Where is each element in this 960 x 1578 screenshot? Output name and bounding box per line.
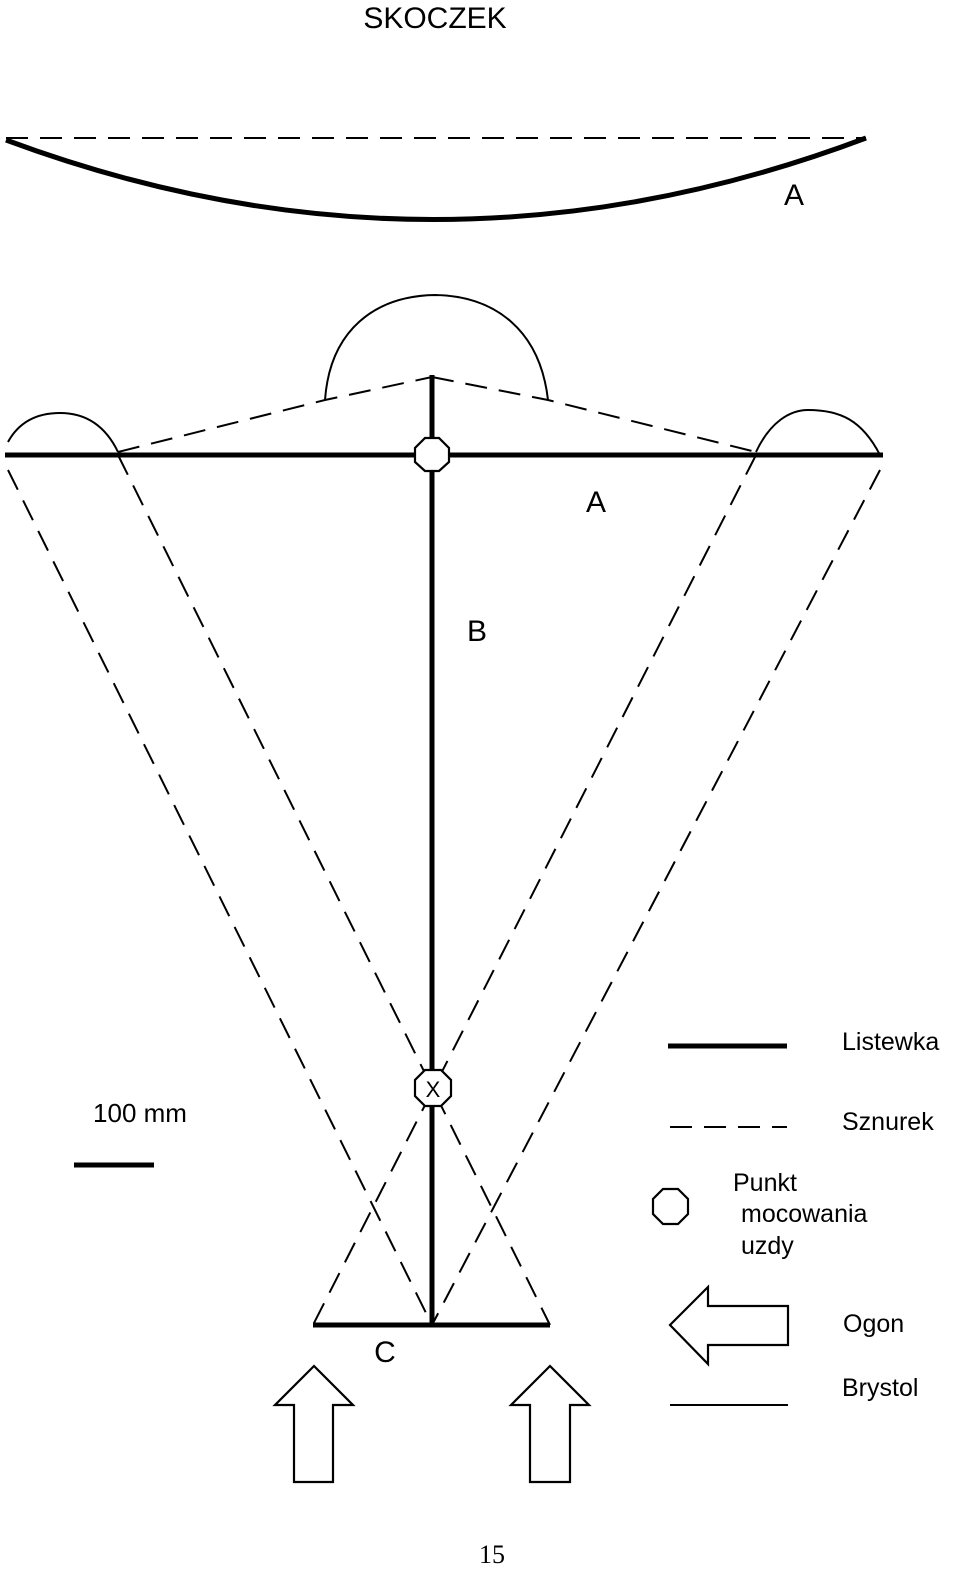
label-b: B xyxy=(467,615,487,648)
legend-brystol-label: Brystol xyxy=(842,1374,918,1402)
left-arc xyxy=(7,411,119,453)
right-arc xyxy=(755,408,881,456)
legend-bridle-point-icon xyxy=(651,1187,690,1226)
legend-punkt-label-3: uzdy xyxy=(741,1232,794,1260)
legend-ogon-label: Ogon xyxy=(843,1310,904,1338)
sail-line-outer-left xyxy=(7,469,433,1326)
bridle-point-bottom xyxy=(413,1068,453,1108)
sail-line-outer-right xyxy=(431,469,881,1326)
tail-arrow-right-icon xyxy=(508,1364,592,1484)
bridle-point-top xyxy=(413,436,451,473)
legend-punkt-label-2: mocowania xyxy=(741,1200,868,1228)
legend-listewka-label: Listewka xyxy=(842,1028,939,1056)
page-number: 15 xyxy=(479,1540,505,1569)
bridle-x-label: X xyxy=(426,1077,441,1102)
label-a-mid: A xyxy=(586,486,606,519)
diagram-title: SKOCZEK xyxy=(363,2,506,35)
legend-punkt-label-1: Punkt xyxy=(733,1169,797,1197)
legend-sznurek-label: Sznurek xyxy=(842,1108,934,1136)
sail-line-top-left xyxy=(117,376,433,453)
sail-line-top-right xyxy=(431,376,757,453)
legend: Listewka Sznurek Punkt mocowania uzdy Og… xyxy=(651,1028,939,1406)
label-c: C xyxy=(374,1336,396,1369)
label-a-top: A xyxy=(784,179,804,212)
tail-arrow-left-icon xyxy=(272,1364,356,1484)
sail-line-inner-left xyxy=(117,454,551,1326)
scale-label: 100 mm xyxy=(93,1098,187,1128)
legend-ogon-arrow-icon xyxy=(668,1284,790,1367)
sail-line-inner-right xyxy=(312,454,757,1326)
center-arc xyxy=(324,293,549,401)
bowed-spar xyxy=(5,135,867,222)
spar-a-bow-view xyxy=(5,135,867,222)
